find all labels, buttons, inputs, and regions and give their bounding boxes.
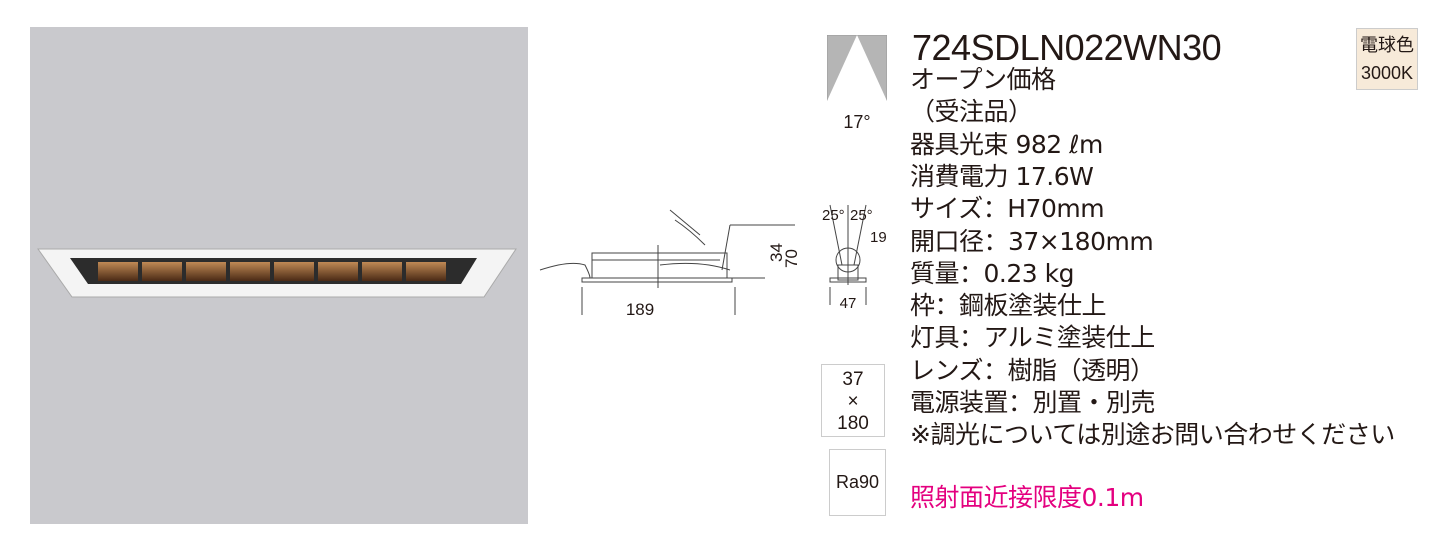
width-dimension: 189 (626, 300, 654, 319)
color-temperature-badge: 電球色 3000K (1356, 28, 1418, 90)
product-photo (30, 27, 528, 524)
light-cell (318, 262, 358, 281)
cutout-times: × (847, 391, 859, 412)
model-number: 724SDLN022WN30 (912, 27, 1222, 68)
spec-line: レンズ：樹脂（透明） (910, 355, 1155, 385)
spec-line: 消費電力 17.6W (910, 161, 1094, 191)
light-cell (230, 262, 270, 281)
spec-line: 灯具：アルミ塗装仕上 (910, 323, 1155, 353)
spec-line: 質量：0.23 kg (910, 258, 1074, 288)
spec-line: サイズ：H70mm (910, 194, 1105, 224)
cri-value: Ra90 (835, 472, 880, 492)
light-cell (406, 262, 446, 281)
spec-line: 開口径：37×180mm (910, 226, 1154, 256)
tilt-right-angle: 25° (850, 207, 873, 224)
cutout-width: 37 (842, 369, 864, 390)
downlight-fixture-image (37, 248, 517, 298)
side-offset-dimension: 19 (870, 229, 887, 246)
spec-line: 電源装置：別置・別売 (910, 388, 1156, 417)
cutout-size-box: 37 × 180 (821, 364, 885, 437)
cutout-length: 180 (837, 413, 869, 434)
beam-angle-icon (827, 35, 887, 101)
dimension-drawing: 189 34 70 25° 25° 19 47 (539, 204, 887, 319)
color-temperature: 3000K (1360, 63, 1414, 83)
light-cell (186, 262, 226, 281)
color-name: 電球色 (1360, 35, 1414, 55)
light-cell (98, 262, 138, 281)
total-height-dimension: 70 (782, 249, 801, 268)
light-cell (274, 262, 314, 281)
cri-box: Ra90 (829, 449, 886, 516)
upper-height-dimension: 34 (767, 243, 786, 262)
spec-line: ※調光については別途お問い合わせください (910, 420, 1395, 450)
light-cell (362, 262, 402, 281)
light-cell (142, 262, 182, 281)
tilt-left-angle: 25° (822, 207, 845, 224)
spec-line: オープン価格 (910, 65, 1056, 94)
proximity-limit-note: 照射面近接限度0.1m (910, 483, 1144, 512)
spec-line: （受注品） (910, 97, 1033, 127)
spec-line: 枠：鋼板塗装仕上 (910, 291, 1107, 321)
spec-line: 器具光束 982 ℓm (910, 129, 1103, 159)
side-width-dimension: 47 (840, 295, 857, 312)
beam-angle-label: 17° (843, 112, 871, 132)
